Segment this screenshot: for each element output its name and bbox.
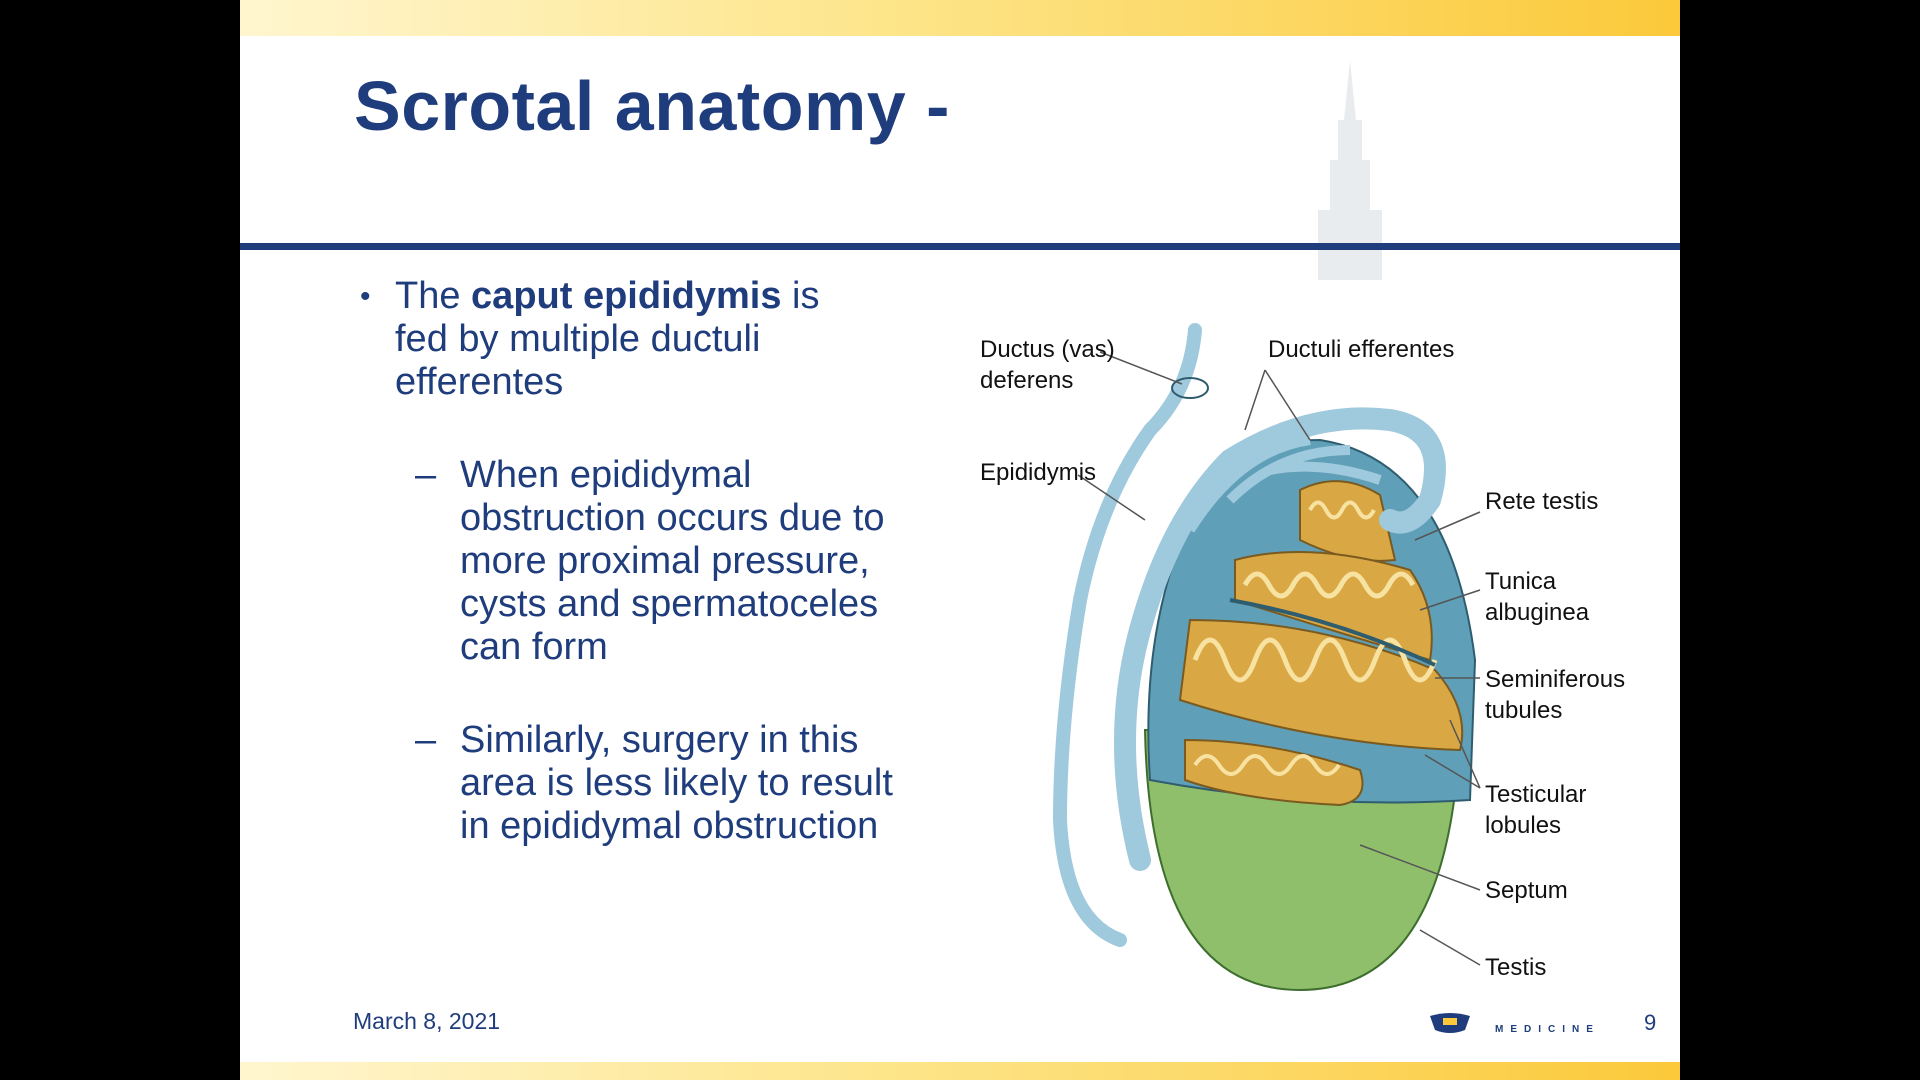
lobule-3: [1178, 618, 1464, 752]
label-testis: Testis: [1485, 954, 1546, 981]
label-rete: Rete testis: [1485, 488, 1598, 515]
sub-bullet-text: When epididymal obstruction occurs due t…: [460, 454, 885, 668]
bullet-bold-term: caput epididymis: [471, 275, 782, 317]
sub-dash: –: [415, 719, 437, 761]
bullet-text: The caput epididymis is fed by multiple …: [395, 275, 875, 404]
tubules-squiggle-1: [1308, 500, 1376, 520]
tubules-squiggle-3: [1192, 637, 1438, 683]
ductus-deferens: [1052, 323, 1202, 947]
sub-bullet-2: – Similarly, surgery in this area is les…: [300, 719, 920, 848]
tubules-squiggle-4: [1193, 754, 1341, 776]
label-tunica-1: Tunica: [1485, 568, 1557, 595]
label-tunica-2: albuginea: [1485, 599, 1590, 626]
bullet-symbol: •: [360, 280, 371, 313]
label-lobules-2: lobules: [1485, 812, 1561, 839]
label-semin-2: tubules: [1485, 697, 1562, 724]
slide: Scrotal anatomy - • The caput epididymis…: [240, 0, 1680, 1080]
label-lobules-1: Testicular: [1485, 781, 1586, 808]
epididymis-body: [1114, 407, 1446, 871]
shield-logo-icon: [1430, 1013, 1470, 1033]
main-bullet: • The caput epididymis is fed by multipl…: [300, 275, 1100, 404]
page-number: 9: [1644, 1010, 1657, 1035]
septum-line: [1229, 598, 1436, 667]
top-gold-band: [240, 0, 1680, 36]
bullet-suffix: is fed by multiple ductuli efferentes: [395, 275, 820, 403]
bullet-prefix: The: [395, 275, 472, 317]
label-semin-1: Seminiferous: [1485, 666, 1625, 693]
sub-bullet-1: – When epididymal obstruction occurs due…: [300, 454, 920, 669]
ductus-ring: [1171, 377, 1209, 399]
slide-title: Scrotal anatomy -: [354, 67, 950, 145]
label-septum: Septum: [1485, 877, 1568, 904]
ductuli-efferentes-tubes: [1185, 435, 1382, 533]
logo-text: MEDICINE: [1495, 1024, 1600, 1035]
label-ductus-1: Ductus (vas): [980, 336, 1115, 363]
lobule-1: [1299, 480, 1397, 562]
lobule-2: [1234, 551, 1433, 662]
label-ductus-2: deferens: [980, 367, 1073, 394]
title-divider: [240, 243, 1680, 250]
tubules-squiggle-2: [1242, 571, 1416, 599]
label-ductuli: Ductuli efferentes: [1268, 336, 1454, 363]
slide-date: March 8, 2021: [353, 1008, 501, 1034]
leader-lines: [1077, 351, 1481, 966]
sub-dash: –: [415, 454, 437, 496]
slide-body: • The caput epididymis is fed by multipl…: [300, 275, 1100, 848]
sub-bullet-text: Similarly, surgery in this area is less …: [460, 719, 893, 847]
scrotal-anatomy-diagram: Ductus (vas) deferens Ductuli efferentes…: [980, 323, 1625, 992]
bottom-gold-band: [240, 1062, 1680, 1080]
medicine-logo: MEDICINE: [1425, 1010, 1625, 1040]
label-epididymis: Epididymis: [980, 459, 1096, 486]
